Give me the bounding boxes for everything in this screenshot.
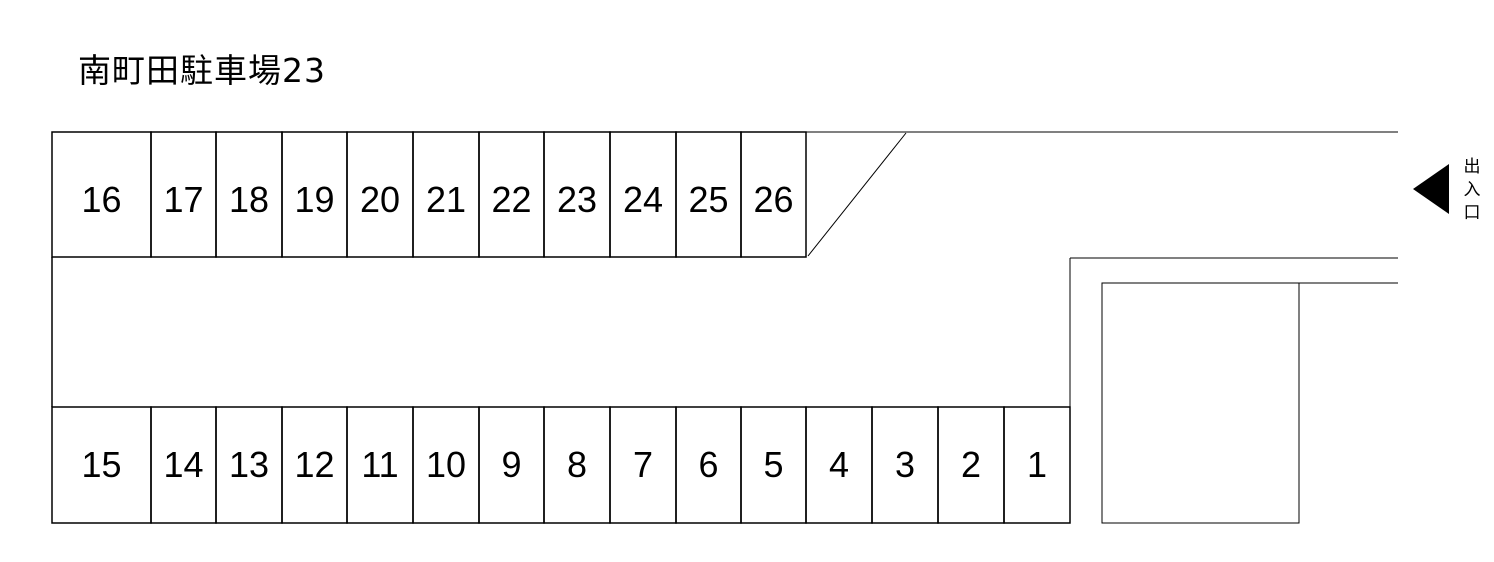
diagonal-curb-line bbox=[807, 132, 907, 257]
entrance-label-char: 入 bbox=[1464, 180, 1481, 200]
stall-number: 2 bbox=[961, 444, 981, 485]
stall-number: 3 bbox=[895, 444, 915, 485]
stall-number: 14 bbox=[163, 444, 203, 485]
stall-number: 4 bbox=[829, 444, 849, 485]
stall-number: 20 bbox=[360, 179, 400, 220]
stall-number: 22 bbox=[491, 179, 531, 220]
stall-number: 15 bbox=[81, 444, 121, 485]
stall-number: 1 bbox=[1027, 444, 1047, 485]
stall-number: 7 bbox=[633, 444, 653, 485]
stall-number: 19 bbox=[294, 179, 334, 220]
stall-number: 23 bbox=[557, 179, 597, 220]
stall-number: 25 bbox=[688, 179, 728, 220]
parking-stall bbox=[740, 131, 807, 258]
stall-number: 9 bbox=[501, 444, 521, 485]
top-stall-row: 16 17 18 19 20 21 22 23 24 25 26 bbox=[51, 131, 807, 258]
entrance-label-char: 口 bbox=[1464, 203, 1481, 223]
stall-number: 13 bbox=[229, 444, 269, 485]
bottom-stall-row: 15 14 13 12 11 10 9 8 7 6 5 4 3 2 1 bbox=[51, 406, 1071, 524]
stall-number: 6 bbox=[698, 444, 718, 485]
entrance-label-char: 出 bbox=[1464, 157, 1481, 177]
stall-number: 10 bbox=[426, 444, 466, 485]
stall-number: 11 bbox=[361, 444, 398, 485]
stall-number: 18 bbox=[229, 179, 269, 220]
building-block bbox=[1101, 282, 1300, 524]
stall-number: 21 bbox=[426, 179, 466, 220]
left-triangle-icon bbox=[1413, 164, 1449, 214]
stall-number: 17 bbox=[163, 179, 203, 220]
parking-stall bbox=[1003, 406, 1071, 524]
stall-number: 16 bbox=[81, 179, 121, 220]
stall-number: 26 bbox=[753, 179, 793, 220]
stall-number: 5 bbox=[763, 444, 783, 485]
stall-number: 12 bbox=[294, 444, 334, 485]
stall-number: 24 bbox=[623, 179, 663, 220]
lot-title: 南町田駐車場23 bbox=[78, 51, 326, 90]
stall-number: 8 bbox=[567, 444, 587, 485]
